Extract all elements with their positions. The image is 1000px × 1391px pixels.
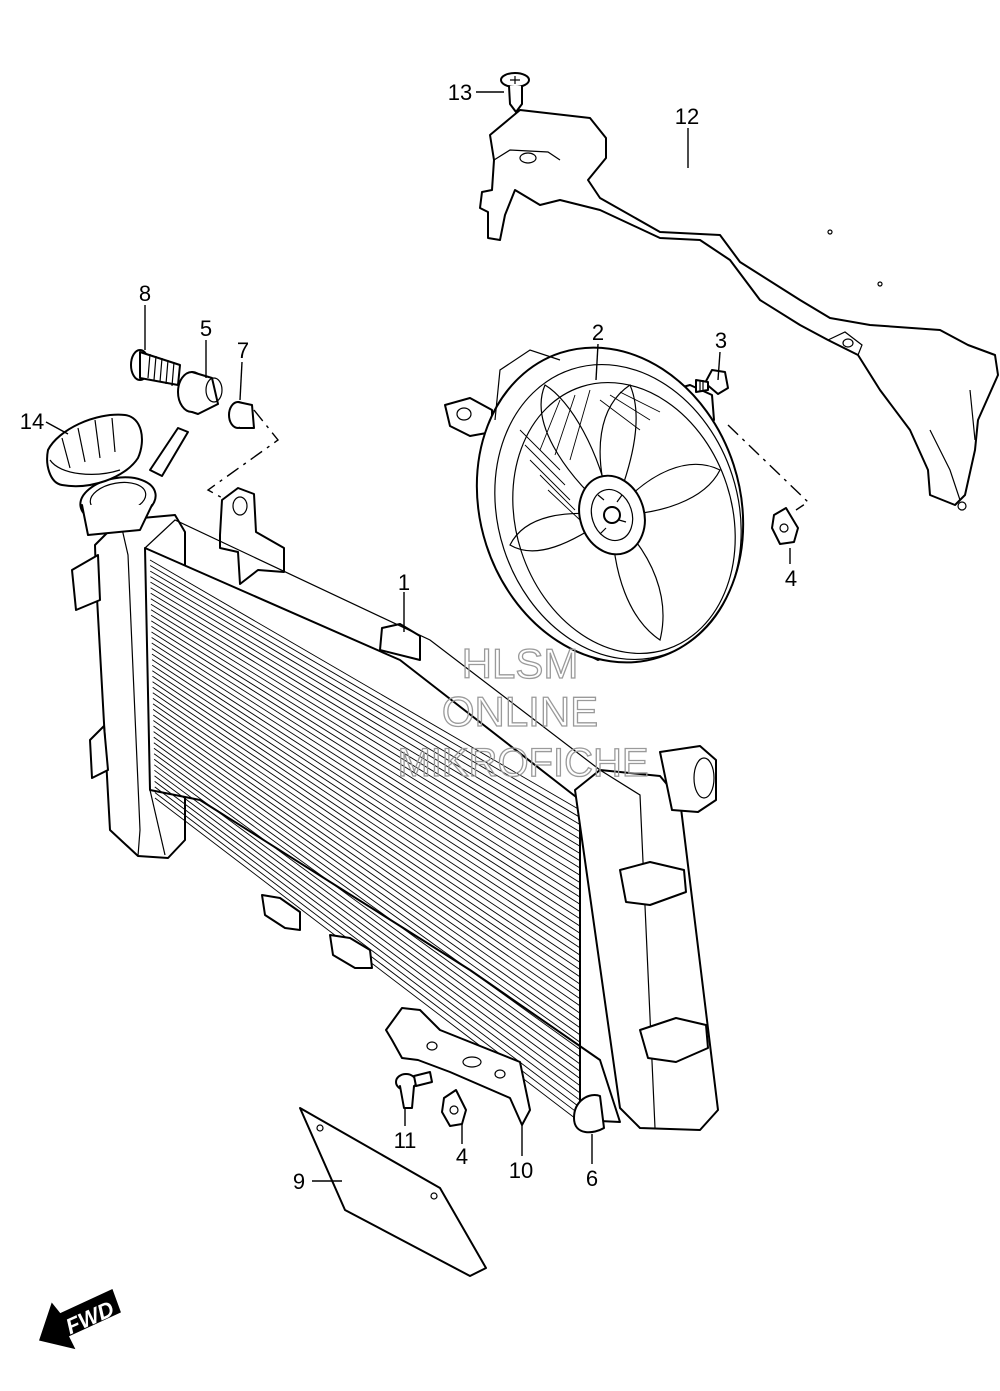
radiator-fin	[152, 692, 581, 985]
radiator-fin	[150, 587, 581, 847]
part-4-nut-lower	[441, 1089, 467, 1127]
radiator-fin	[153, 731, 581, 1036]
radiator-fins	[149, 559, 581, 1123]
radiator-fin	[153, 720, 581, 1021]
part-3-bolt	[695, 369, 729, 395]
callout-7: 7	[237, 338, 249, 363]
callout-3: 3	[715, 328, 727, 353]
watermark: HLSM ONLINE MIKROFICHE	[397, 639, 649, 785]
radiator-fin	[151, 664, 581, 949]
radiator-fin	[154, 786, 581, 1108]
part-6-cushion	[573, 1094, 605, 1134]
radiator-fin	[150, 609, 581, 876]
radiator-fin	[153, 753, 581, 1065]
radiator-fin	[154, 769, 581, 1087]
alignment-lines	[206, 409, 810, 511]
fwd-direction-marker: FWD	[39, 1288, 121, 1350]
radiator-fin	[151, 653, 581, 934]
callout-11: 11	[394, 1128, 417, 1153]
radiator-fin	[152, 681, 581, 970]
radiator-fin	[152, 709, 581, 1007]
radiator-fin	[151, 659, 581, 941]
part-5-grommet	[177, 371, 223, 415]
radiator-fin	[151, 620, 581, 891]
watermark-line-2: ONLINE	[442, 688, 598, 735]
radiator-fin	[150, 614, 581, 883]
radiator-fin	[153, 725, 581, 1029]
callout-10: 10	[509, 1158, 533, 1183]
watermark-line-1: HLSM	[462, 640, 579, 687]
part-8-bolt	[130, 349, 181, 387]
radiator-fin	[151, 631, 581, 905]
part-1-radiator	[71, 427, 719, 1131]
radiator-fin	[152, 703, 581, 1000]
radiator-fin	[150, 570, 581, 825]
radiator-fin	[153, 736, 581, 1043]
callout-1: 1	[398, 570, 410, 595]
part-14-radiator-cap	[46, 413, 143, 488]
part-4-nut-upper	[771, 507, 799, 545]
radiator-fin	[152, 714, 581, 1014]
radiator-fin	[154, 775, 581, 1094]
radiator-fin	[150, 576, 581, 833]
radiator-fin	[153, 747, 581, 1058]
callout-6: 6	[586, 1166, 598, 1191]
callout-9: 9	[293, 1169, 305, 1194]
radiator-fin	[149, 559, 581, 811]
callout-12: 12	[675, 104, 699, 129]
watermark-line-3: MIKROFICHE	[397, 741, 648, 785]
radiator-fin	[150, 598, 581, 862]
leader-lines	[45, 91, 791, 1182]
radiator-fin	[151, 626, 581, 898]
radiator-fin	[151, 642, 581, 920]
callout-2: 2	[592, 320, 604, 345]
part-11-bolt	[395, 1071, 433, 1109]
callout-4b: 4	[456, 1144, 468, 1169]
radiator-fin	[153, 758, 581, 1072]
fan-blades	[509, 384, 721, 641]
radiator-fin	[152, 670, 581, 956]
radiator-fin	[151, 648, 581, 927]
callouts: 1 2 3 4 4 5 6 7 8 9 10 11 12 13 14	[20, 80, 797, 1194]
callout-14: 14	[20, 409, 44, 434]
radiator-fin	[154, 781, 581, 1101]
radiator-fin	[150, 592, 581, 854]
callout-13: 13	[448, 80, 472, 105]
radiator-fin	[153, 742, 581, 1050]
part-9-plate	[299, 1107, 487, 1277]
radiator-fin	[154, 764, 581, 1079]
radiator-fin	[149, 565, 581, 818]
radiator-fin	[151, 637, 581, 912]
part-13-clip	[500, 72, 530, 113]
radiator-fin	[152, 698, 581, 992]
fwd-arrow-icon	[39, 1288, 121, 1350]
part-7-collar	[228, 401, 255, 429]
radiator-fin	[150, 581, 581, 840]
callout-5: 5	[200, 316, 212, 341]
part-12-shroud	[479, 109, 999, 511]
part-2-cooling-fan	[444, 346, 745, 664]
radiator-fin	[152, 686, 581, 978]
callout-4a: 4	[785, 566, 797, 591]
callout-8: 8	[139, 281, 151, 306]
radiator-fin	[150, 603, 581, 869]
radiator-fin	[152, 675, 581, 963]
